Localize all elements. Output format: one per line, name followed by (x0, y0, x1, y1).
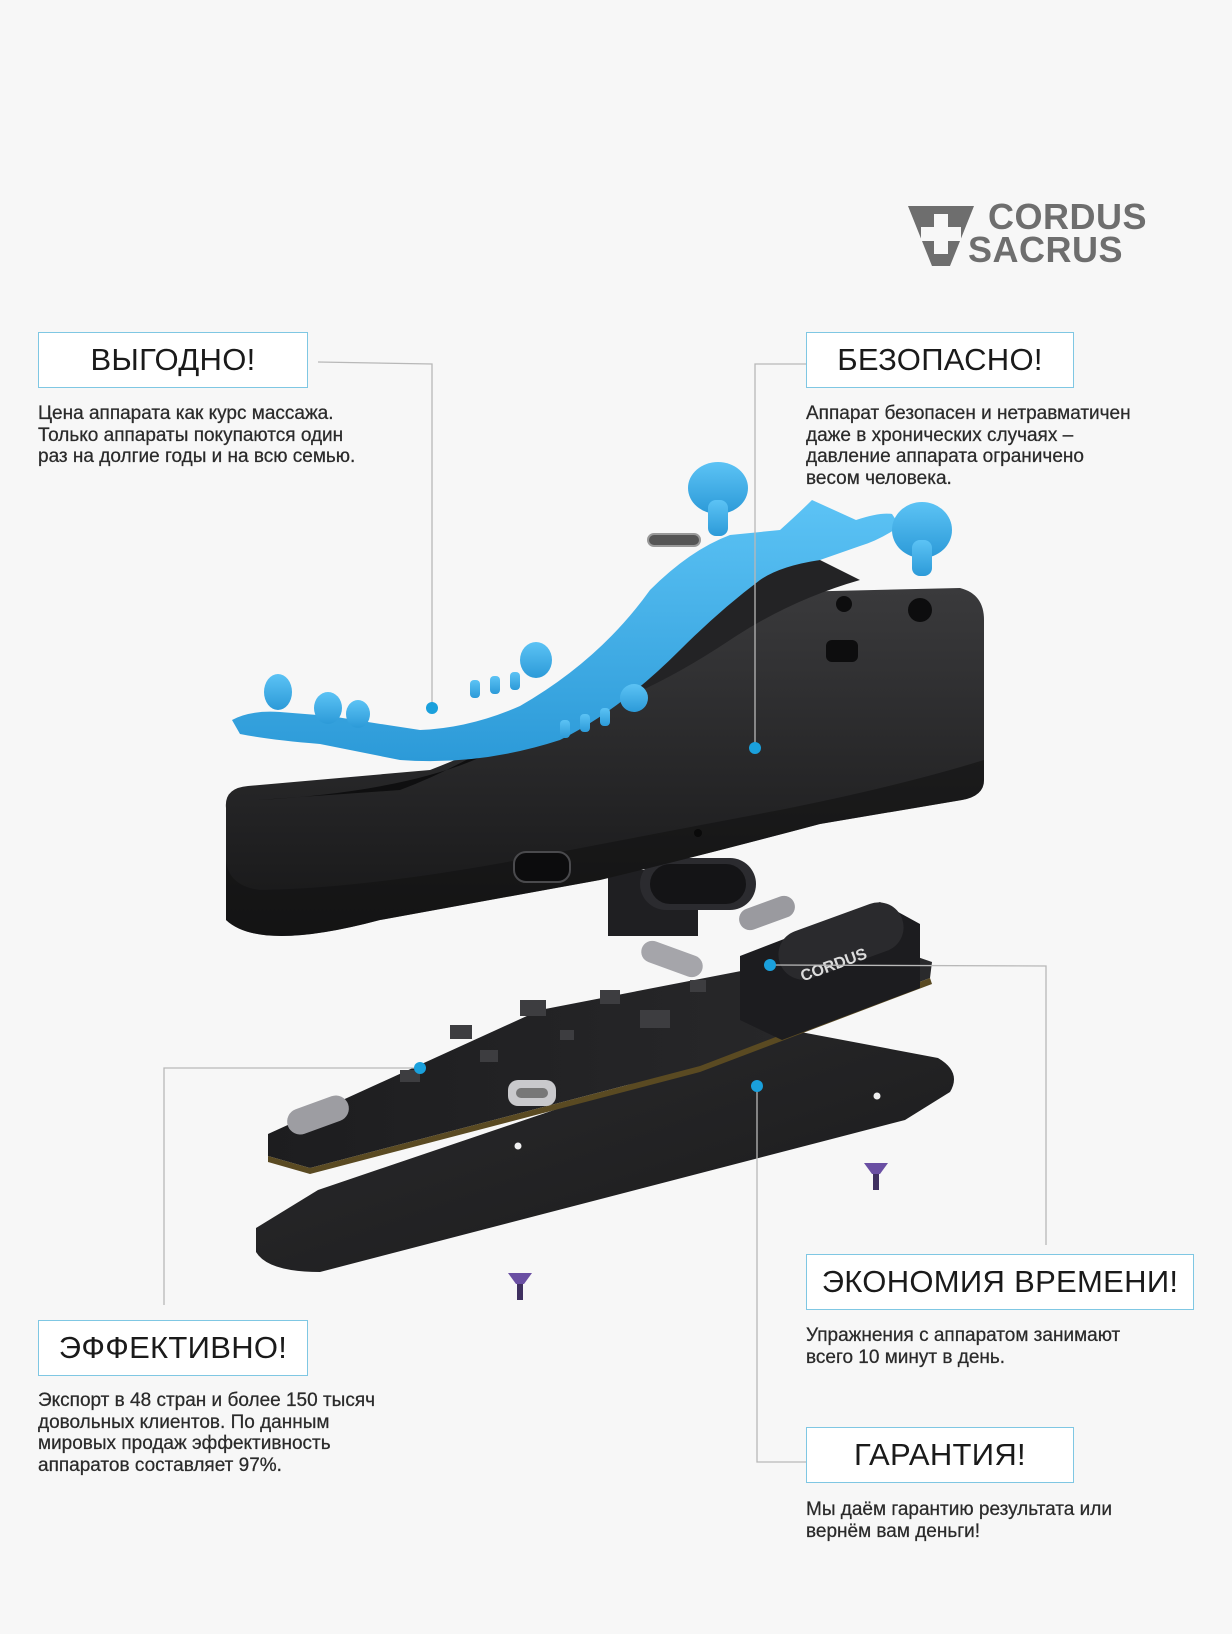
brand-logo: CORDUS SACRUS (906, 196, 1176, 270)
feature-desc-profitable: Цена аппарата как курс массажа. Только а… (38, 403, 356, 467)
screw-left (508, 1273, 532, 1300)
spring-part (647, 533, 701, 547)
callout-dot-profitable (426, 702, 438, 714)
callout-dot-time-saving (764, 959, 776, 971)
feature-title-time-saving: ЭКОНОМИЯ ВРЕМЕНИ! (806, 1254, 1194, 1310)
shield-cross-icon (908, 206, 974, 266)
feature-desc-time-saving: Упражнения с аппаратом занимают всего 10… (806, 1325, 1121, 1368)
callout-dot-safe (749, 742, 761, 754)
bottom-plate (256, 1030, 954, 1272)
callout-lines (163, 361, 1047, 1463)
callout-dot-guarantee (751, 1080, 763, 1092)
shell-slot (513, 851, 571, 883)
feature-desc-effective: Экспорт в 48 стран и более 150 тысяч дов… (38, 1390, 376, 1476)
feature-title-safe: БЕЗОПАСНО! (806, 332, 1074, 388)
massager-insert (232, 462, 952, 762)
logo-line-2: SACRUS (968, 229, 1124, 270)
feature-title-profitable: ВЫГОДНО! (38, 332, 308, 388)
feature-desc-safe: Аппарат безопасен и нетравматичен даже в… (806, 403, 1131, 489)
callout-dots (414, 702, 776, 1092)
pcb-cylinder-component (287, 1095, 349, 1135)
logo-line-1: CORDUS (988, 196, 1148, 237)
battery-holder-left (608, 858, 756, 936)
feature-title-effective: ЭФФЕКТИВНО! (38, 1320, 308, 1376)
screw-right (864, 1163, 888, 1190)
feature-title-guarantee: ГАРАНТИЯ! (806, 1427, 1074, 1483)
feature-desc-guarantee: Мы даём гарантию результата или вернём в… (806, 1499, 1112, 1542)
callout-dot-effective (414, 1062, 426, 1074)
device-shell (225, 588, 984, 936)
